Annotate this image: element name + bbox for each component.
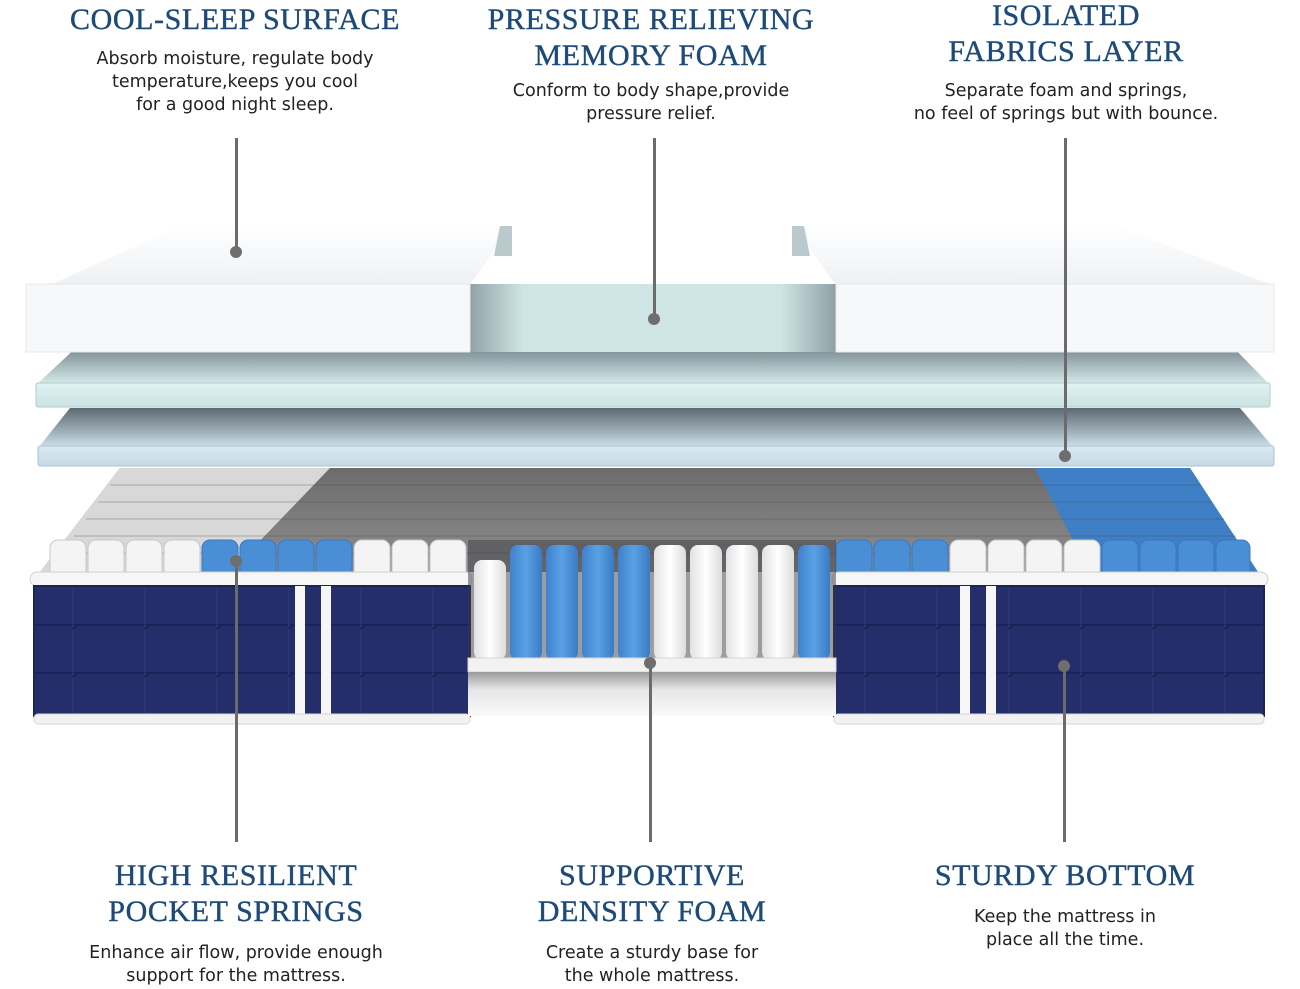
leader-line-density-foam: [649, 662, 652, 842]
isolated-fabrics-layer-shape: [37, 408, 1275, 467]
callout-title: PRESSURE RELIEVING MEMORY FOAM: [487, 3, 815, 72]
exposed-pocket-springs: [468, 540, 836, 672]
callout-description: Enhance air flow, provide enough support…: [89, 943, 383, 986]
callout-description: Separate foam and springs, no feel of sp…: [913, 81, 1219, 124]
marker-dot-cool-sleep: [230, 246, 242, 258]
callout-description: Absorb moisture, regulate body temperatu…: [96, 49, 374, 115]
marker-dot-pocket-springs: [230, 555, 242, 567]
callout-pressure-relieving-memory-foam: PRESSURE RELIEVING MEMORY FOAM Conform t…: [450, 2, 852, 126]
leader-line-isolated-fabrics: [1064, 138, 1067, 456]
marker-dot-density-foam: [644, 657, 656, 669]
density-foam-base: [467, 657, 837, 716]
marker-dot-memory-foam: [648, 313, 660, 325]
callout-title: COOL-SLEEP SURFACE: [69, 3, 400, 36]
leader-line-pocket-springs: [235, 560, 238, 842]
side-panel-right: [831, 571, 1269, 725]
callout-title: SUPPORTIVE DENSITY FOAM: [537, 859, 767, 928]
callout-high-resilient-pocket-springs: HIGH RESILIENT POCKET SPRINGS Enhance ai…: [36, 858, 436, 988]
callout-title: STURDY BOTTOM: [934, 859, 1196, 892]
callout-description: Keep the mattress in place all the time.: [974, 907, 1156, 950]
callout-supportive-density-foam: SUPPORTIVE DENSITY FOAM Create a sturdy …: [470, 858, 834, 988]
cool-sleep-cover-left: [25, 224, 512, 353]
callout-isolated-fabrics-layer: ISOLATED FABRICS LAYER Separate foam and…: [880, 0, 1252, 126]
marker-dot-isolated-fabrics: [1059, 450, 1071, 462]
callout-description: Create a sturdy base for the whole mattr…: [545, 943, 759, 986]
callout-title: ISOLATED FABRICS LAYER: [948, 0, 1184, 68]
leader-line-memory-foam: [653, 138, 656, 318]
callout-cool-sleep-surface: COOL-SLEEP SURFACE Absorb moisture, regu…: [35, 2, 435, 117]
callout-description: Conform to body shape,provide pressure r…: [512, 81, 790, 124]
cool-sleep-cover-right: [792, 224, 1275, 353]
callout-sturdy-bottom: STURDY BOTTOM Keep the mattress in place…: [900, 858, 1230, 952]
side-panel-left: [29, 571, 473, 725]
leader-line-sturdy-bottom: [1063, 665, 1066, 842]
leader-line-cool-sleep: [235, 138, 238, 252]
callout-title: HIGH RESILIENT POCKET SPRINGS: [108, 859, 364, 928]
marker-dot-sturdy-bottom: [1058, 660, 1070, 672]
